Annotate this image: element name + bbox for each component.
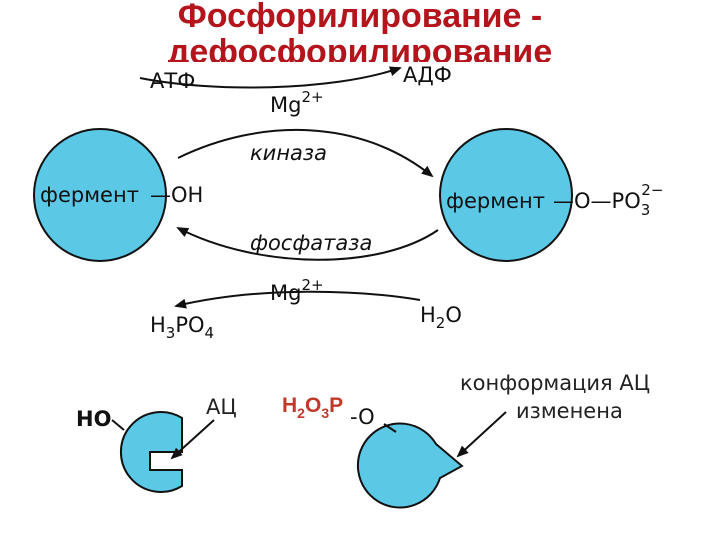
h3po4-label: H3PO4 bbox=[150, 313, 214, 342]
active-site-arrow bbox=[170, 419, 215, 460]
enzyme-right-circle bbox=[439, 128, 573, 262]
oh-group-label: —OH bbox=[150, 183, 203, 207]
enzyme-left-label: фермент bbox=[40, 183, 139, 207]
enzyme-right-label: фермент bbox=[446, 189, 545, 213]
atp-adp-arrow bbox=[139, 66, 402, 89]
conformation-arrow bbox=[456, 411, 507, 458]
enzyme-active-site-left bbox=[120, 411, 183, 493]
conformation-label-line1: конформация АЦ bbox=[460, 371, 650, 395]
enzyme-active-site-right bbox=[356, 422, 464, 509]
atp-label: АТФ bbox=[150, 69, 195, 93]
phosphate-group-label: —O—PO32− bbox=[553, 181, 663, 219]
adp-label: АДФ bbox=[403, 63, 452, 87]
mg-top-label: Mg2+ bbox=[270, 88, 324, 117]
o-bond-line bbox=[383, 423, 397, 433]
h2o3p-label: H2O3P bbox=[282, 394, 343, 421]
ho-label: HO bbox=[76, 407, 111, 431]
kinase-label: киназа bbox=[250, 141, 327, 165]
kinase-arrow bbox=[177, 128, 434, 178]
h2o-label: H2O bbox=[420, 303, 462, 332]
page-title: Фосфорилирование - bbox=[177, 0, 543, 35]
conformation-label-line2: изменена bbox=[516, 399, 623, 423]
phosphatase-arrow bbox=[176, 227, 439, 261]
phosphatase-label: фосфатаза bbox=[250, 231, 372, 255]
page-subtitle: дефосфорилирование bbox=[167, 33, 553, 62]
h2o-h3po4-arrow bbox=[174, 290, 421, 309]
mg-bottom-label: Mg2+ bbox=[270, 276, 324, 305]
active-site-label: АЦ bbox=[206, 395, 237, 419]
enzyme-left-circle bbox=[33, 128, 167, 262]
o-link-label: -O bbox=[350, 405, 375, 429]
ho-bond-line bbox=[111, 419, 125, 431]
